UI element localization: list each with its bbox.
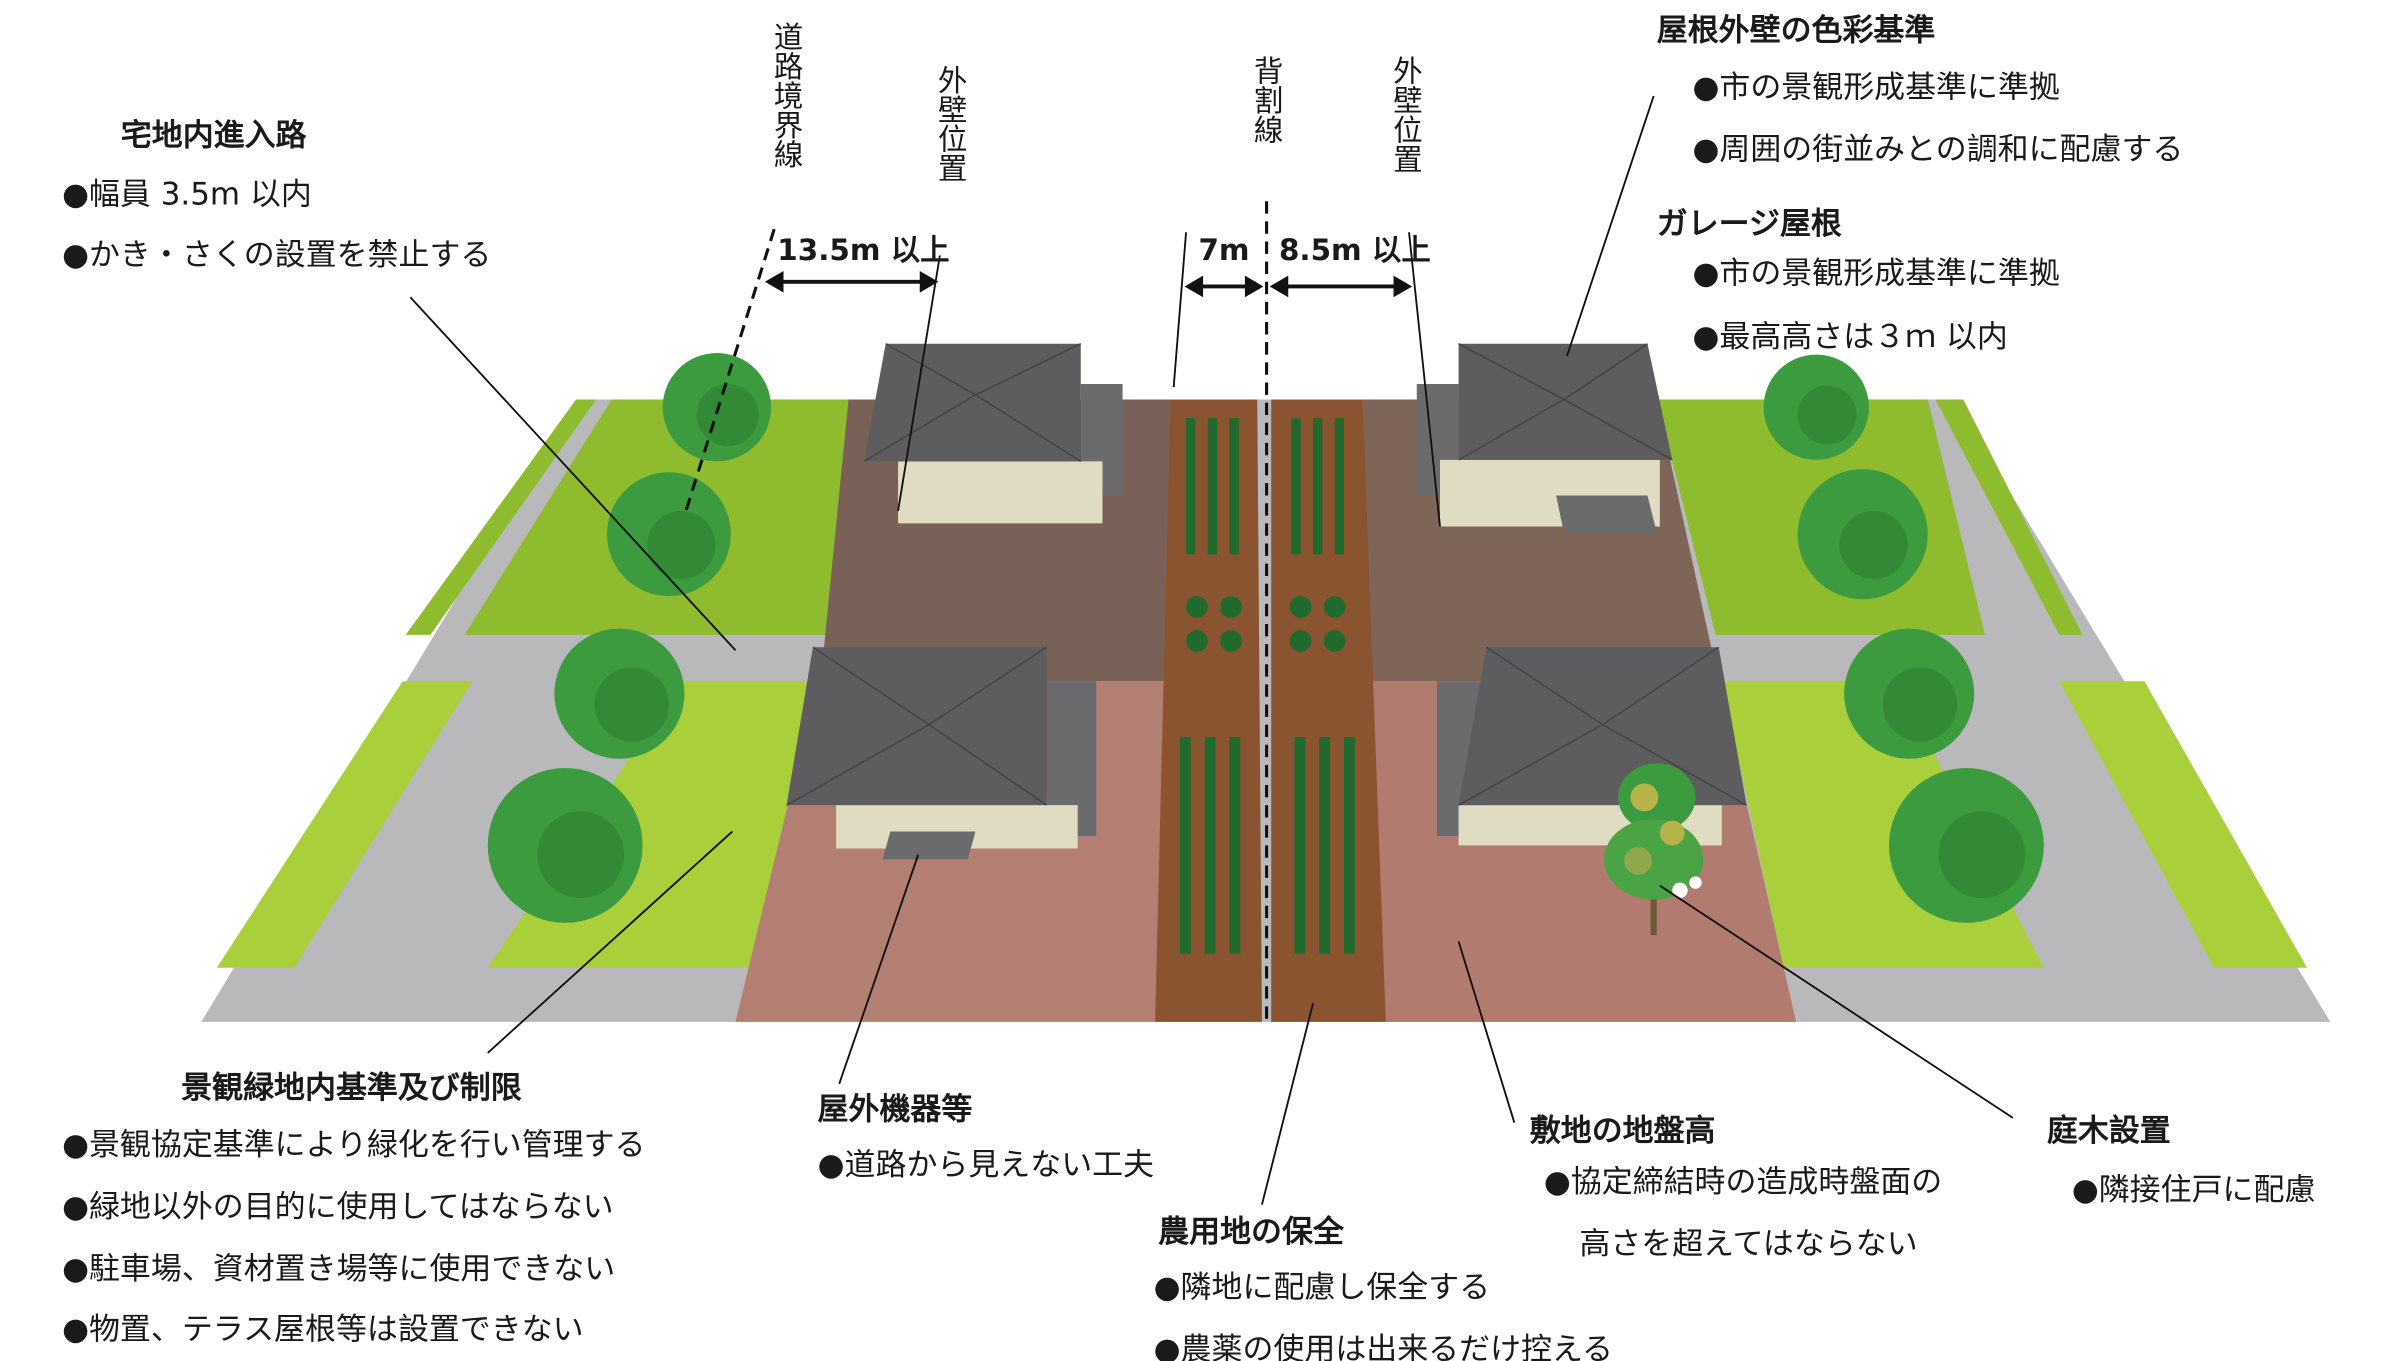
callout-roof-wall-color: 屋根外壁の色彩基準 ●市の景観形成基準に準拠 ●周囲の街並みとの調和に配慮する bbox=[1657, 12, 2184, 167]
green-strip-upper-right-outer bbox=[1935, 399, 2083, 635]
callout-farmland: 農用地の保全 ●隣地に配慮し保全する ●農薬の使用は出来るだけ控える bbox=[1154, 1214, 1613, 1361]
back-division-label: 背割線 bbox=[1250, 56, 1284, 145]
callout-bullet: ●景観協定基準により緑化を行い管理する bbox=[62, 1127, 646, 1163]
outdoor-unit bbox=[882, 831, 976, 860]
callout-title: 屋根外壁の色彩基準 bbox=[1657, 12, 1936, 48]
dimension-arrows bbox=[764, 270, 1413, 298]
callout-title: 景観緑地内基準及び制限 bbox=[181, 1070, 522, 1106]
callout-title: 屋外機器等 bbox=[818, 1091, 973, 1127]
garage bbox=[1556, 495, 1657, 533]
crop-rows bbox=[1179, 418, 1355, 954]
callout-garage-roof: ガレージ屋根 ●市の景観形成基準に準拠 ●最高高さは３ｍ 以内 bbox=[1657, 206, 2060, 355]
callout-green-area: 景観緑地内基準及び制限 ●景観協定基準により緑化を行い管理する ●緑地以外の目的… bbox=[62, 1070, 646, 1348]
callout-bullet: ●道路から見えない工夫 bbox=[818, 1147, 1155, 1183]
callout-title: 宅地内進入路 bbox=[121, 118, 308, 154]
farm-edge-line bbox=[1172, 232, 1187, 388]
callout-bullet: ●物置、テラス屋根等は設置できない bbox=[62, 1311, 584, 1347]
callout-bullet: 高さを超えてはならない bbox=[1579, 1226, 1917, 1262]
callout-title: ガレージ屋根 bbox=[1657, 206, 1842, 242]
road-boundary-line bbox=[684, 228, 776, 512]
callout-bullet: ●かき・さくの設置を禁止する bbox=[62, 237, 491, 273]
outer-wall-label-right: 外壁位置 bbox=[1389, 56, 1423, 174]
green-strip-upper-left-outer bbox=[405, 399, 597, 635]
outer-wall-line-right bbox=[1408, 232, 1441, 527]
callout-title: 農用地の保全 bbox=[1158, 1214, 1345, 1250]
callout-bullet: ●駐車場、資材置き場等に使用できない bbox=[62, 1251, 615, 1287]
callout-outdoor-equipment: 屋外機器等 ●道路から見えない工夫 bbox=[818, 1091, 1155, 1183]
callout-bullet: ●農薬の使用は出来るだけ控える bbox=[1154, 1331, 1613, 1361]
callout-ground-level: 敷地の地盤高 ●協定締結時の造成時盤面の 高さを超えてはならない bbox=[1530, 1113, 1942, 1262]
callout-bullet: ●周囲の街並みとの調和に配慮する bbox=[1692, 131, 2183, 167]
green-area-lower-right-outer bbox=[2059, 681, 2308, 968]
road-boundary-label: 道路境界線 bbox=[770, 22, 804, 170]
house-upper-right bbox=[1416, 343, 1673, 533]
callout-bullet: ●最高高さは３ｍ 以内 bbox=[1692, 319, 2007, 355]
outer-wall-label-left: 外壁位置 bbox=[934, 65, 968, 183]
callout-garden-tree: 庭木設置 ●隣接住戸に配慮 bbox=[2047, 1113, 2315, 1208]
callout-title: 敷地の地盤高 bbox=[1530, 1113, 1716, 1149]
house-lower-left bbox=[786, 646, 1097, 860]
callout-bullet: ●協定締結時の造成時盤面の bbox=[1544, 1164, 1942, 1200]
farm-width-label: 7m bbox=[1198, 233, 1249, 267]
leader-lines bbox=[409, 95, 2014, 1205]
callout-bullet: ●市の景観形成基準に準拠 bbox=[1692, 255, 2060, 291]
street-trees bbox=[487, 353, 2044, 923]
house-lower-right bbox=[1436, 646, 1747, 846]
garden-tree bbox=[1604, 763, 1704, 936]
setback-back-label: 8.5m 以上 bbox=[1279, 233, 1431, 267]
green-area-lower-left-outer bbox=[216, 681, 473, 968]
house-upper-left bbox=[863, 343, 1123, 524]
callout-driveway: 宅地内進入路 ●幅員 3.5m 以内 ●かき・さくの設置を禁止する bbox=[62, 118, 491, 273]
callout-bullet: ●幅員 3.5m 以内 bbox=[62, 176, 312, 212]
callout-bullet: ●市の景観形成基準に準拠 bbox=[1692, 70, 2060, 106]
callout-bullet: ●隣地に配慮し保全する bbox=[1154, 1270, 1491, 1306]
outer-wall-line-left bbox=[897, 255, 941, 512]
callout-bullet: ●隣接住戸に配慮 bbox=[2072, 1172, 2316, 1208]
callout-title: 庭木設置 bbox=[2047, 1113, 2171, 1149]
setback-road-label: 13.5m 以上 bbox=[777, 233, 949, 267]
callout-bullet: ●緑地以外の目的に使用してはならない bbox=[62, 1189, 614, 1225]
